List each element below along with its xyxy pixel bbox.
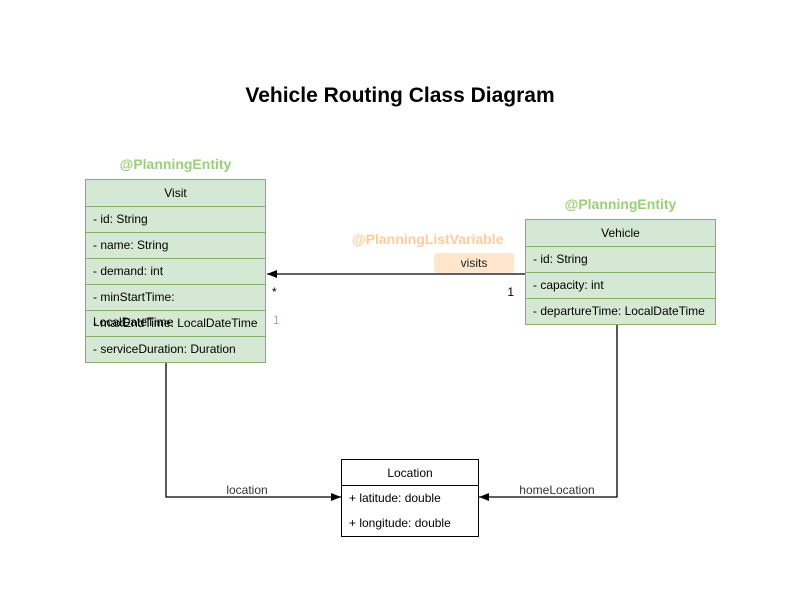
class-attribute: + latitude: double <box>349 491 441 505</box>
class-name-location: Location <box>342 460 478 486</box>
class-attribute: - name: String <box>86 232 265 258</box>
class-attribute: - id: String <box>526 246 715 272</box>
class-name-vehicle: Vehicle <box>601 226 640 240</box>
visit-attributes: - id: String- name: String- demand: int-… <box>86 206 265 362</box>
class-box-vehicle: Vehicle - id: String- capacity: int- dep… <box>525 219 716 325</box>
class-attribute: - id: String <box>86 206 265 232</box>
class-box-visit: Visit - id: String- name: String- demand… <box>85 179 266 363</box>
planning-list-variable-annotation: @PlanningListVariable <box>352 231 504 247</box>
diagram-title: Vehicle Routing Class Diagram <box>245 84 555 107</box>
home-location-edge-label: homeLocation <box>519 483 595 497</box>
class-box-location: Location + latitude: double + longitude: … <box>341 459 479 537</box>
class-attribute: - minStartTime: LocalDateTime <box>86 284 265 329</box>
class-attribute: - departureTime: LocalDateTime <box>526 298 715 324</box>
location-edge-label: location <box>226 483 268 497</box>
class-attribute: - capacity: int <box>526 272 715 298</box>
visits-secondary-multiplicity: 1 <box>273 313 280 327</box>
class-attribute: - demand: int <box>86 258 265 284</box>
class-attribute: - maxEndTime: LocalDateTime <box>86 310 265 336</box>
visits-edge-label: visits <box>434 253 514 273</box>
visits-source-multiplicity: 1 <box>507 285 514 299</box>
visits-target-multiplicity: * <box>272 285 277 299</box>
location-attributes: + latitude: double + longitude: double <box>342 486 478 536</box>
vehicle-attributes: - id: String- capacity: int- departureTi… <box>526 246 715 324</box>
visit-location-association-line <box>165 362 341 501</box>
class-attribute: - serviceDuration: Duration <box>86 336 265 362</box>
vehicle-homelocation-association-line <box>479 324 618 501</box>
class-name-visit: Visit <box>164 186 187 200</box>
class-attribute: + longitude: double <box>349 516 451 530</box>
vehicle-planning-entity-annotation: @PlanningEntity <box>564 196 677 212</box>
visit-planning-entity-annotation: @PlanningEntity <box>119 156 232 172</box>
